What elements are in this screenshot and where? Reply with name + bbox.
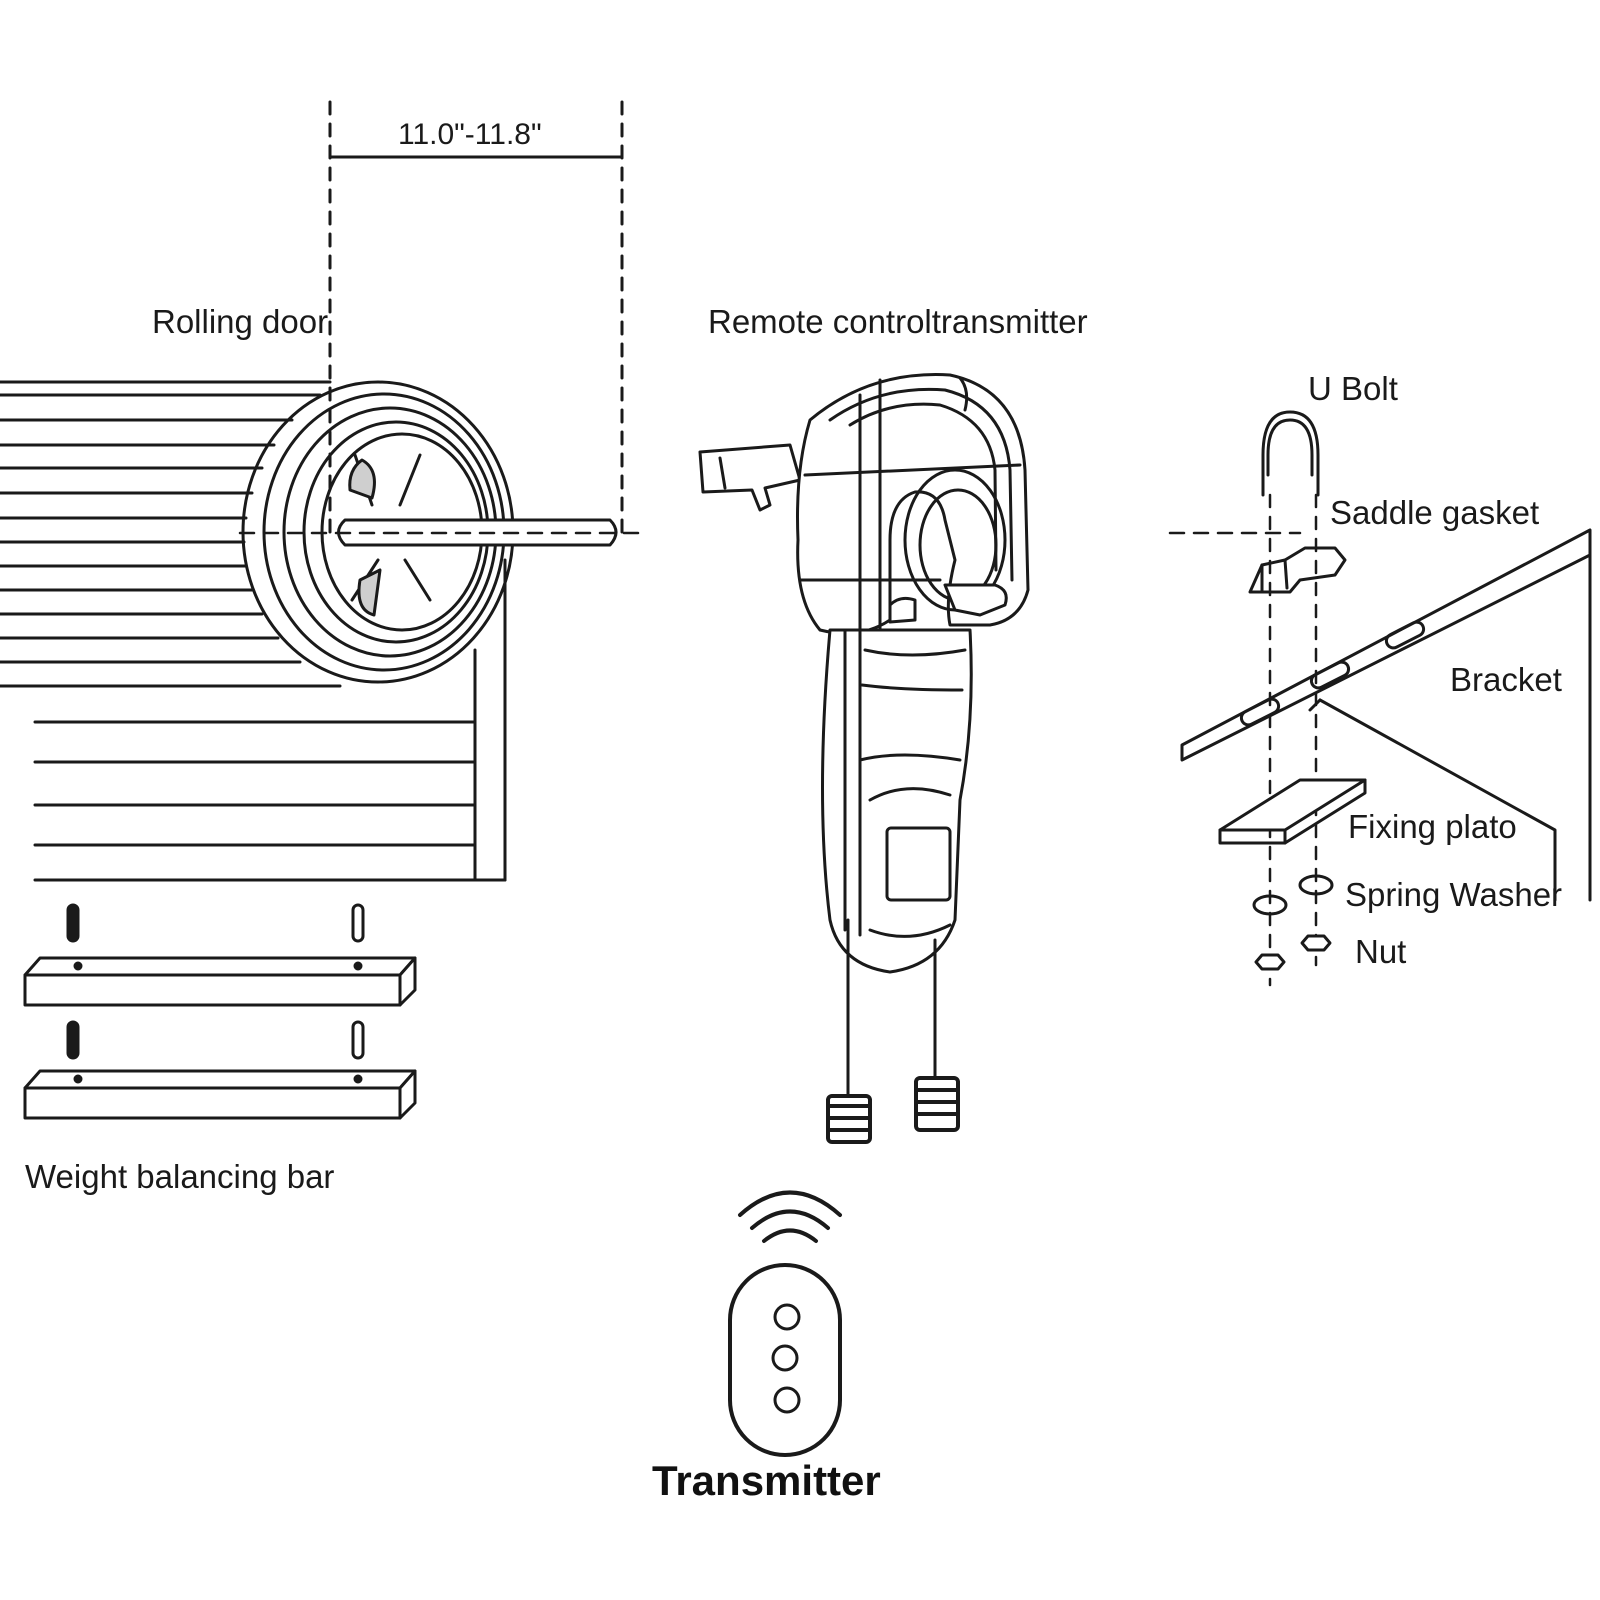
fixing-plate-label: Fixing plato bbox=[1348, 808, 1517, 845]
saddle-gasket-label: Saddle gasket bbox=[1330, 494, 1540, 531]
bracket-assembly-illustration bbox=[1168, 410, 1592, 987]
rolling-door-label: Rolling door bbox=[152, 303, 329, 340]
weight-balancing-bar-illustration bbox=[23, 903, 417, 1120]
motor-unit-illustration bbox=[698, 373, 1030, 1144]
spring-washer-label: Spring Washer bbox=[1345, 876, 1563, 913]
nut-label: Nut bbox=[1355, 933, 1407, 970]
rolling-door-illustration bbox=[0, 380, 642, 882]
bracket-label: Bracket bbox=[1450, 661, 1562, 698]
transmitter-remote-illustration bbox=[728, 1190, 842, 1457]
weight-balancing-bar-label: Weight balancing bar bbox=[25, 1158, 335, 1195]
dimension-label: 11.0"-11.8" bbox=[398, 118, 542, 151]
transmitter-label: Transmitter bbox=[652, 1457, 881, 1504]
remote-control-label: Remote controltransmitter bbox=[708, 303, 1088, 340]
dimension-marker bbox=[328, 100, 624, 542]
u-bolt-label: U Bolt bbox=[1308, 370, 1398, 407]
